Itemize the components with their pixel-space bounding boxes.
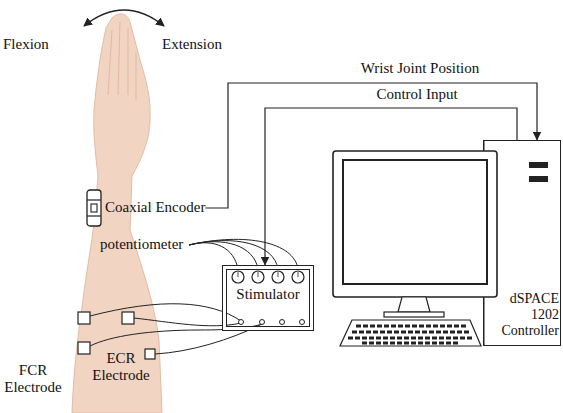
encoder-label: Coaxial Encoder (105, 199, 205, 216)
electrode-label: FCR Electrode (0, 362, 66, 397)
electrode-wires (90, 304, 262, 354)
monitor-screen (343, 160, 487, 284)
part-label: potentiometer (100, 236, 183, 253)
electrode-pad (122, 312, 134, 324)
output-sockets (239, 320, 305, 325)
potentiometer-knobs (232, 271, 304, 283)
box-label: Stimulator (223, 286, 313, 303)
stimulator-box: Stimulator (222, 265, 314, 331)
rotation-arrow (84, 10, 164, 26)
controller-label: dSPACE 1202 Controller (499, 291, 559, 339)
drive-slot (529, 176, 548, 182)
finger-lines (108, 22, 136, 100)
signal-line (205, 83, 537, 208)
coaxial-encoder-symbol (86, 189, 102, 227)
controller-box: dSPACE 1202 Controller (483, 140, 561, 346)
electrode-pad (78, 312, 90, 324)
encoder-node: Coaxial Encoder (86, 189, 205, 227)
signal-line (265, 108, 517, 265)
potentiometer-marks (238, 272, 298, 277)
electrode-label: ECR Electrode (86, 350, 156, 385)
signal-name: Control Input (374, 86, 459, 103)
monitor-base (384, 312, 444, 317)
keyboard (340, 320, 481, 346)
motion-label: Extension (162, 36, 222, 53)
monitor-stand (398, 297, 430, 312)
keyboard-keys (348, 326, 474, 343)
electrode-pad (78, 342, 90, 354)
motion-label: Flexion (3, 36, 49, 53)
drive-slot (529, 162, 548, 168)
electrode-pad (145, 349, 155, 359)
monitor-frame (333, 151, 497, 297)
signal-name: Wrist Joint Position (359, 60, 482, 77)
